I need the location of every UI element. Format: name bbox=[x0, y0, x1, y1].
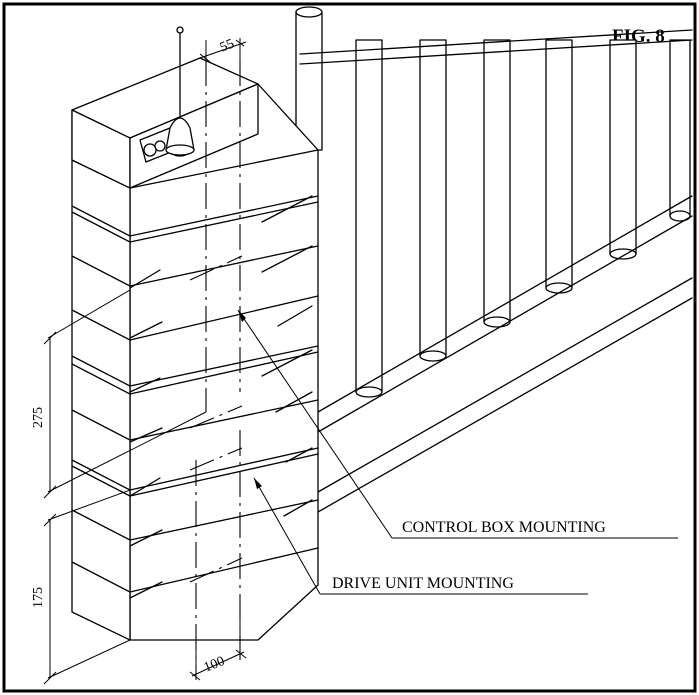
dimension-100: 100 bbox=[202, 654, 227, 676]
drive-unit-mounting-label: DRIVE UNIT MOUNTING bbox=[332, 575, 514, 592]
leader-lines bbox=[237, 309, 678, 595]
dimension-175: 175 bbox=[31, 587, 46, 608]
gate-rail bbox=[299, 29, 693, 513]
antenna bbox=[165, 26, 195, 157]
dimension-lines bbox=[43, 38, 247, 685]
control-box-mounting-label: CONTROL BOX MOUNTING bbox=[402, 519, 606, 536]
control-box bbox=[71, 57, 259, 189]
dimension-275: 275 bbox=[31, 407, 46, 428]
dimension-55: 55 bbox=[218, 37, 237, 56]
gate-bars bbox=[295, 6, 691, 398]
